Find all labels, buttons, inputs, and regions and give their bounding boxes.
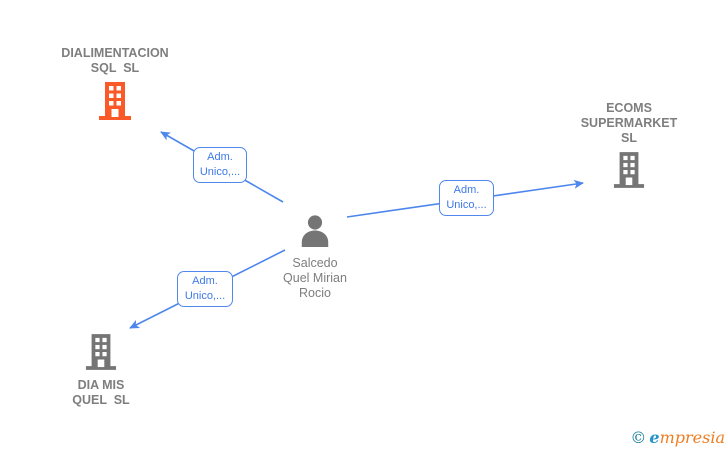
person-icon bbox=[298, 214, 332, 253]
node-company-dialimentacion[interactable]: DIALIMENTACION SQL SL bbox=[45, 46, 185, 125]
company-name-line: DIALIMENTACION bbox=[61, 46, 169, 60]
edge-label-line: Unico,... bbox=[184, 290, 226, 302]
building-icon bbox=[98, 82, 132, 125]
copyright-symbol: © bbox=[630, 428, 647, 447]
edge-label-diamis[interactable]: Adm. Unico,... bbox=[177, 271, 233, 307]
building-icon bbox=[613, 152, 645, 193]
company-name-line: SQL SL bbox=[90, 61, 140, 75]
edge-label-dialimentacion[interactable]: Adm. Unico,... bbox=[193, 147, 247, 183]
empresia-logo[interactable]: ©empresia bbox=[630, 428, 725, 447]
logo-text: mpresia bbox=[659, 428, 725, 447]
company-name-line: ECOMS bbox=[606, 101, 652, 115]
node-company-ecoms[interactable]: ECOMS SUPERMARKET SL bbox=[559, 101, 699, 193]
company-name-line: DIA MIS bbox=[77, 378, 125, 392]
edge-label-ecoms[interactable]: Adm. Unico,... bbox=[439, 180, 494, 216]
node-person-salcedo[interactable]: Salcedo Quel Mirian Rocio bbox=[255, 214, 375, 301]
person-name-line: Quel Mirian bbox=[283, 271, 347, 285]
edge-label-line: Adm. bbox=[207, 151, 233, 163]
node-company-diamis[interactable]: DIA MIS QUEL SL bbox=[41, 334, 161, 408]
company-name-line: QUEL SL bbox=[72, 393, 130, 407]
edge-label-line: Unico,... bbox=[446, 199, 487, 211]
edge-label-line: Adm. bbox=[192, 275, 218, 287]
person-name-line: Rocio bbox=[299, 286, 331, 300]
edge-label-line: Unico,... bbox=[199, 166, 241, 178]
company-name-line: SL bbox=[621, 131, 637, 145]
logo-letter-e: e bbox=[649, 428, 660, 447]
person-name-line: Salcedo bbox=[292, 256, 338, 270]
company-name-line: SUPERMARKET bbox=[580, 116, 678, 130]
edge-label-line: Adm. bbox=[453, 184, 480, 196]
building-icon bbox=[85, 334, 117, 375]
